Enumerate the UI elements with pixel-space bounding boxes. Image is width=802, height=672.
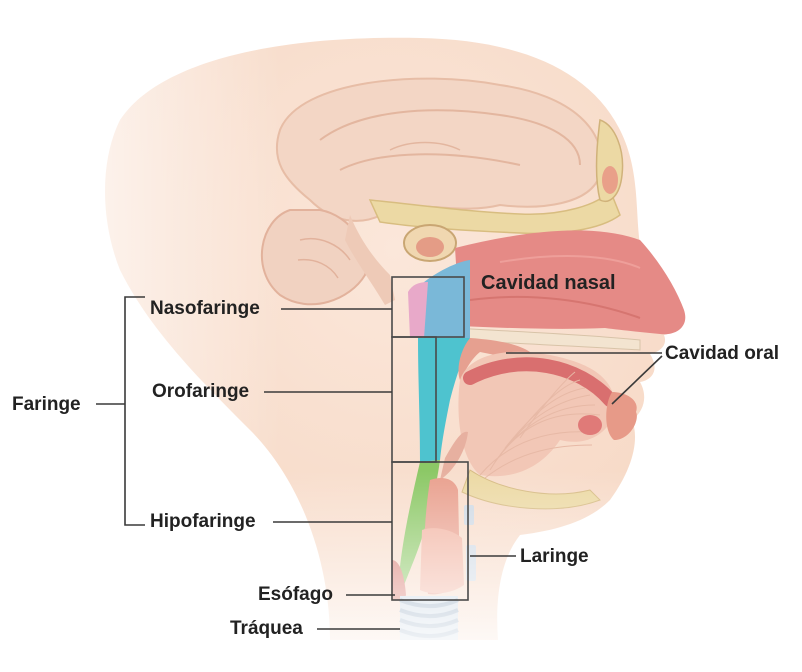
label-orofaringe: Orofaringe xyxy=(152,382,249,401)
label-hipofaringe: Hipofaringe xyxy=(150,512,256,531)
label-nasofaringe: Nasofaringe xyxy=(150,299,260,318)
label-cavidad-oral: Cavidad oral xyxy=(665,344,779,363)
label-laringe: Laringe xyxy=(520,547,589,566)
label-faringe: Faringe xyxy=(12,395,81,414)
label-cavidad-nasal: Cavidad nasal xyxy=(481,273,616,293)
label-esofago: Esófago xyxy=(258,585,333,604)
label-traquea: Tráquea xyxy=(230,619,303,638)
